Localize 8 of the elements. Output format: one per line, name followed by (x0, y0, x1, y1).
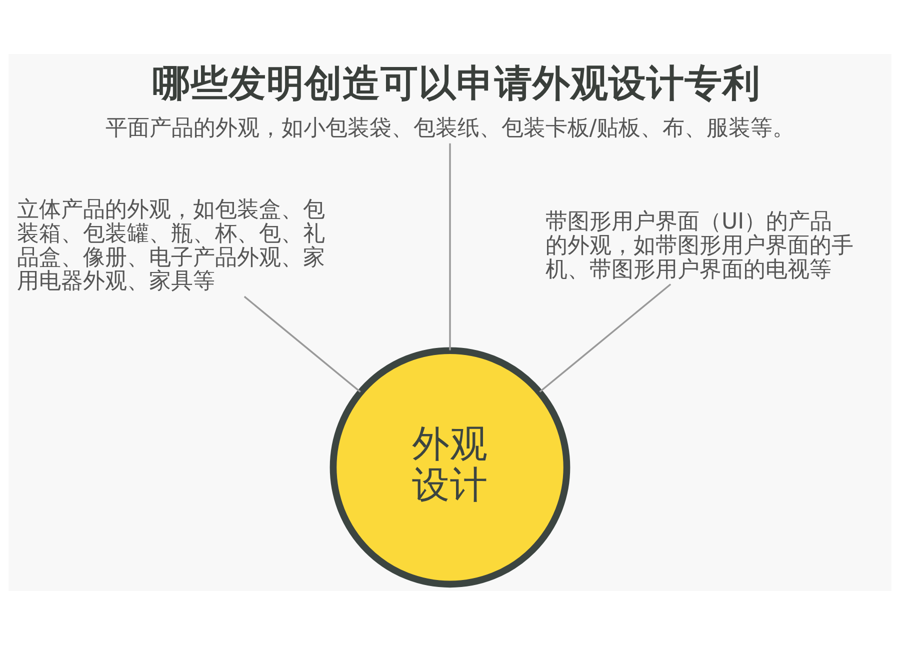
node-text: 平面产品的外观，如小包装袋、包装纸、包装卡板/贴板、布、服装等。 (105, 114, 795, 141)
diagram-title: 哪些发明创造可以申请外观设计专利 (152, 60, 761, 105)
node-circle: 外观设计 (330, 347, 570, 588)
connector (244, 296, 361, 393)
connector (449, 143, 451, 350)
node-text: 带图形用户界面（UI）的产品的外观，如带图形用户界面的手机、带图形用户界面的电视等 (545, 208, 854, 282)
node-text: 立体产品的外观，如包装盒、包装箱、包装罐、瓶、杯、包、礼品盒、像册、电子产品外观、家用电器外观、家具等 (16, 196, 325, 294)
connector (539, 284, 672, 393)
